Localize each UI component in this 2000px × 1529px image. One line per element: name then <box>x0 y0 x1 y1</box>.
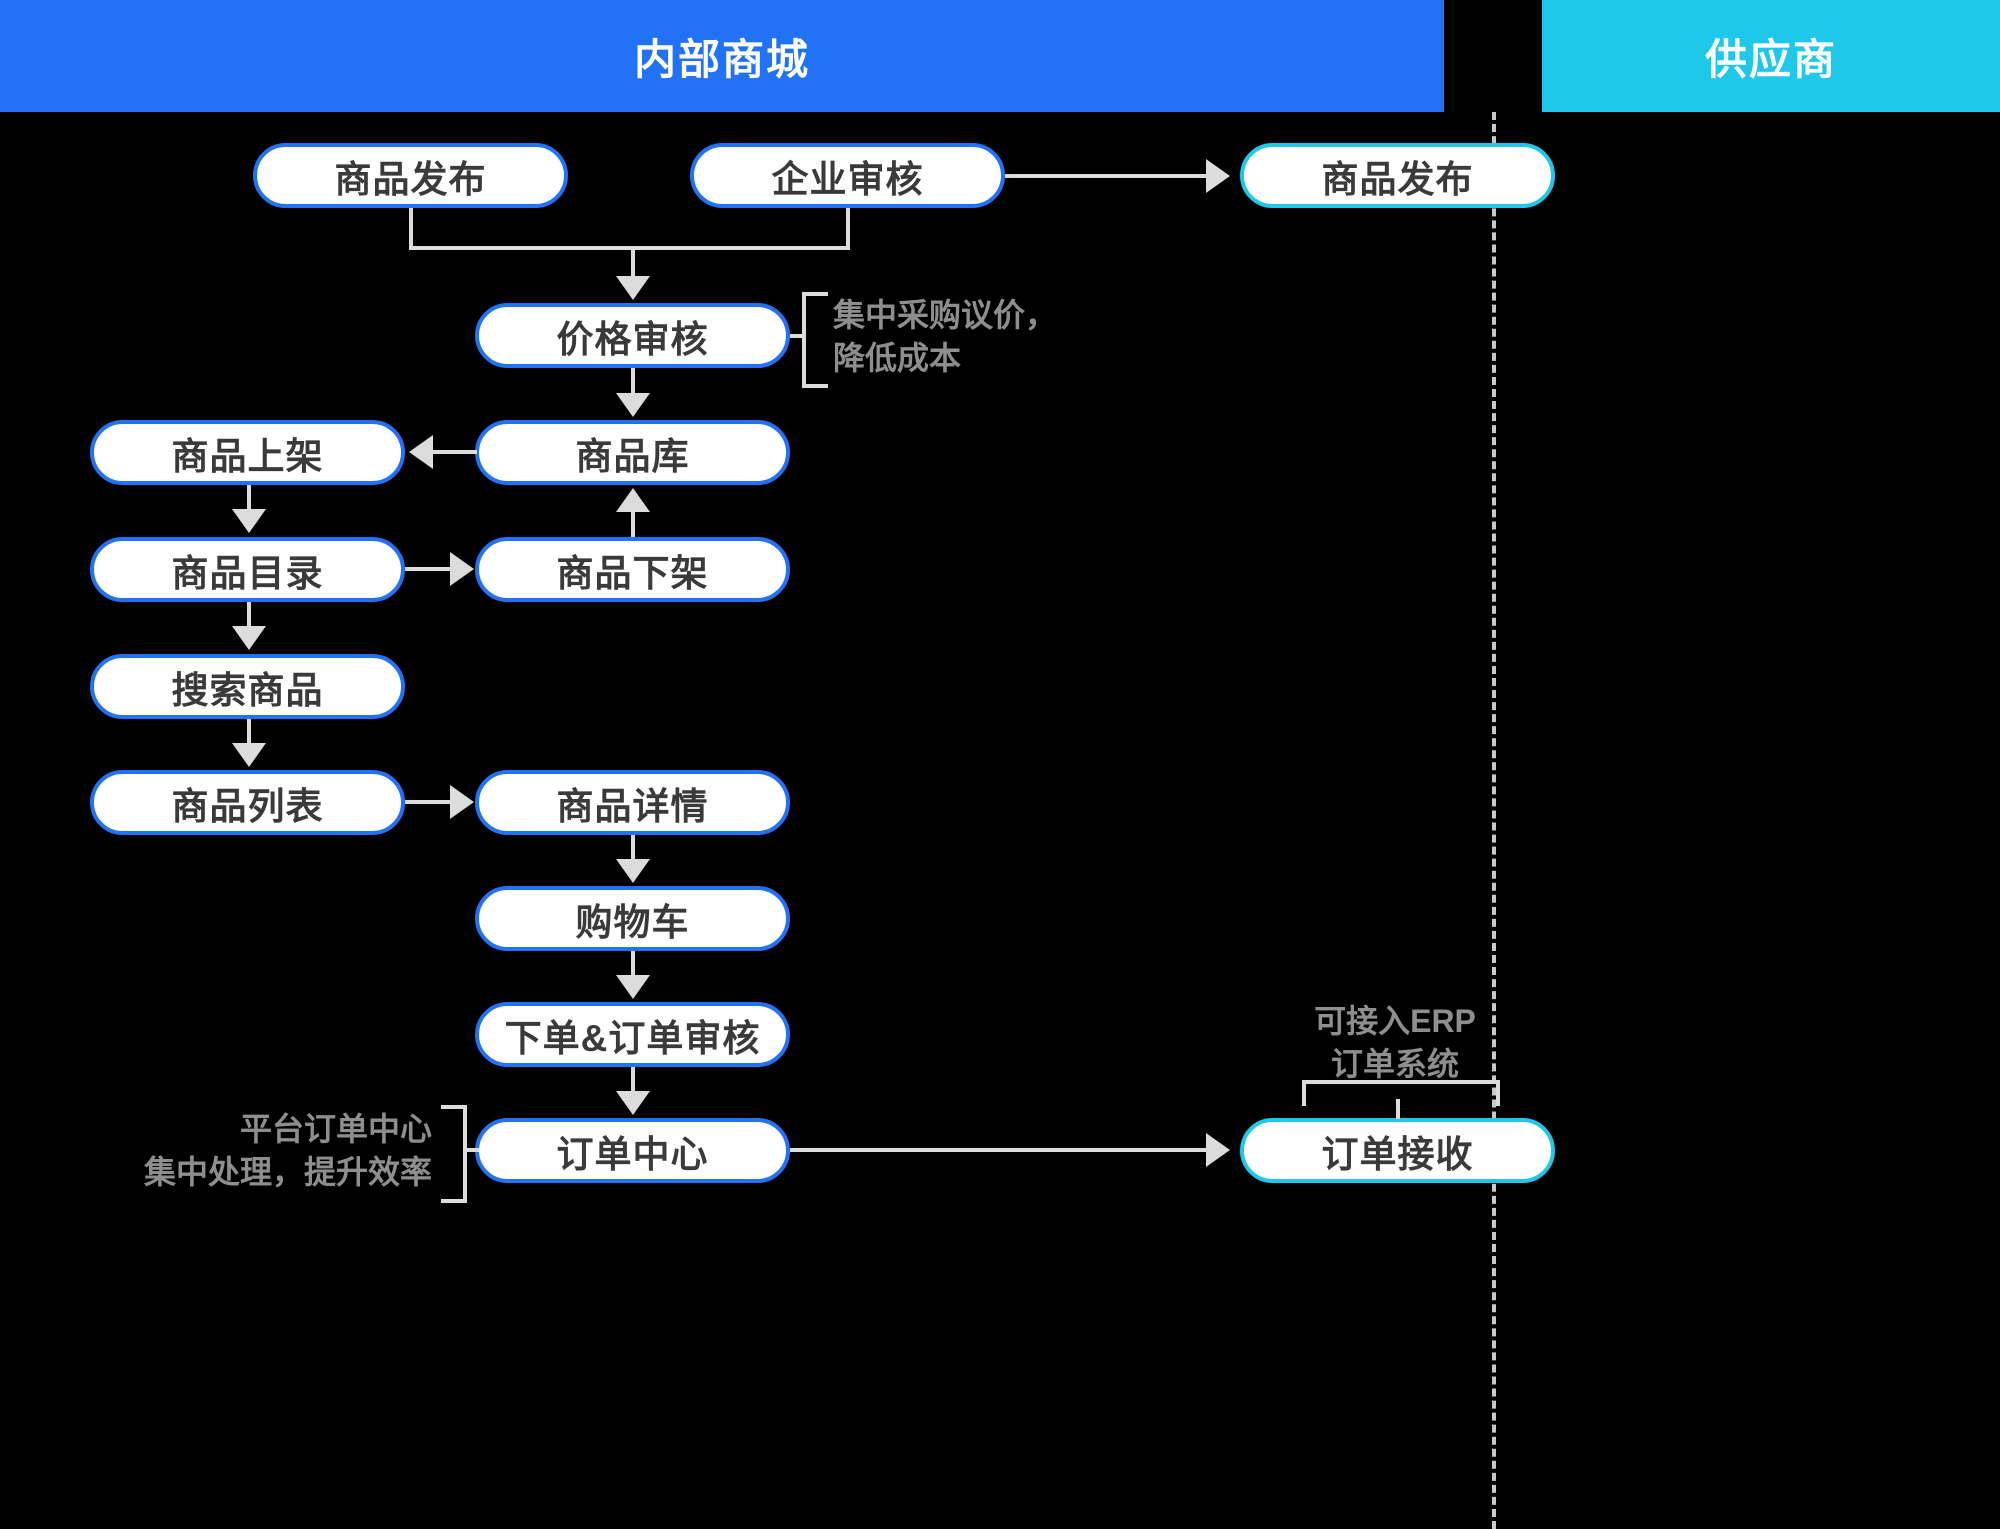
node-product-delisting[interactable]: 商品下架 <box>475 537 790 602</box>
connector-catalog-to-delisting <box>405 567 450 571</box>
arrowhead-to-detail <box>450 785 474 819</box>
node-label: 商品发布 <box>334 158 487 200</box>
bracket-order-center-note <box>441 1105 467 1203</box>
connector-repository-to-listing <box>432 450 477 454</box>
node-label: 购物车 <box>575 901 690 943</box>
node-label: 订单接收 <box>1321 1133 1474 1175</box>
bracket-price-note <box>802 292 828 388</box>
node-label: 下单&订单审核 <box>504 1017 761 1059</box>
node-price-review[interactable]: 价格审核 <box>475 303 790 368</box>
connector-price-review-to-repository <box>631 368 635 396</box>
arrowhead-to-repository <box>616 393 650 417</box>
connector-down-to-price-review <box>631 246 635 282</box>
lane-header-supplier: 供应商 <box>1542 0 2000 112</box>
connector-listing-to-catalog <box>247 485 251 510</box>
node-label: 价格审核 <box>556 318 709 360</box>
connector-delisting-to-repository <box>631 512 635 537</box>
arrowhead-to-order-receive <box>1206 1133 1230 1167</box>
lane-title-internal: 内部商城 <box>633 35 810 83</box>
node-label: 搜索商品 <box>171 669 324 711</box>
bracket-stem-order-center-note <box>463 1148 479 1152</box>
bracket-stem-price-note <box>790 334 806 338</box>
node-label: 订单中心 <box>556 1133 709 1175</box>
node-product-list[interactable]: 商品列表 <box>90 770 405 835</box>
node-product-repository[interactable]: 商品库 <box>475 420 790 485</box>
connector-publish-down-stub <box>409 208 413 248</box>
arrowhead-to-supplier-publish <box>1206 159 1230 193</box>
node-place-order-review[interactable]: 下单&订单审核 <box>475 1002 790 1067</box>
connector-order-review-to-order-center <box>631 1067 635 1092</box>
annotation-erp-note: 可接入ERP 订单系统 <box>1314 1003 1476 1083</box>
node-product-catalog[interactable]: 商品目录 <box>90 537 405 602</box>
node-order-receive[interactable]: 订单接收 <box>1240 1118 1555 1183</box>
connector-enterprise-review-to-supplier-publish <box>1005 174 1224 178</box>
node-enterprise-review[interactable]: 企业审核 <box>690 143 1005 208</box>
arrowhead-to-order-center <box>616 1091 650 1115</box>
node-label: 企业审核 <box>771 158 924 200</box>
lane-divider-dashed <box>1492 112 1496 1529</box>
arrowhead-to-price-review <box>616 276 650 300</box>
arrowhead-delisting-to-repository <box>616 488 650 512</box>
node-product-publish-supplier[interactable]: 商品发布 <box>1240 143 1555 208</box>
connector-list-to-detail <box>405 800 450 804</box>
arrowhead-to-cart <box>616 859 650 883</box>
node-product-listing[interactable]: 商品上架 <box>90 420 405 485</box>
connector-enterprise-down-stub <box>846 208 850 248</box>
arrowhead-to-delisting <box>450 552 474 586</box>
node-order-center[interactable]: 订单中心 <box>475 1118 790 1183</box>
arrowhead-to-list <box>232 743 266 767</box>
node-label: 商品库 <box>575 435 690 477</box>
arrowhead-to-search <box>232 626 266 650</box>
node-label: 商品列表 <box>171 785 324 827</box>
bracket-erp-note <box>1302 1080 1500 1106</box>
node-product-publish-internal[interactable]: 商品发布 <box>253 143 568 208</box>
connector-search-to-list <box>247 719 251 744</box>
connector-cart-to-order <box>631 951 635 976</box>
lane-title-supplier: 供应商 <box>1704 35 1837 83</box>
connector-join-to-price-review <box>409 246 850 250</box>
node-label: 商品详情 <box>556 785 709 827</box>
annotation-order-center-note: 平台订单中心 集中处理，提升效率 <box>143 1111 432 1191</box>
node-label: 商品下架 <box>556 552 709 594</box>
connector-detail-to-cart <box>631 835 635 860</box>
node-label: 商品上架 <box>171 435 324 477</box>
node-product-detail[interactable]: 商品详情 <box>475 770 790 835</box>
connector-order-center-to-order-receive <box>790 1148 1224 1152</box>
node-search-product[interactable]: 搜索商品 <box>90 654 405 719</box>
annotation-price-note: 集中采购议价， 降低成本 <box>833 297 1058 377</box>
connector-catalog-to-search <box>247 602 251 627</box>
arrowhead-to-order-review <box>616 975 650 999</box>
arrowhead-to-listing <box>409 435 433 469</box>
node-shopping-cart[interactable]: 购物车 <box>475 886 790 951</box>
node-label: 商品目录 <box>171 552 324 594</box>
arrowhead-to-catalog <box>232 509 266 533</box>
bracket-stem-erp-note <box>1396 1099 1400 1119</box>
node-label: 商品发布 <box>1321 158 1474 200</box>
lane-header-internal: 内部商城 <box>0 0 1444 112</box>
